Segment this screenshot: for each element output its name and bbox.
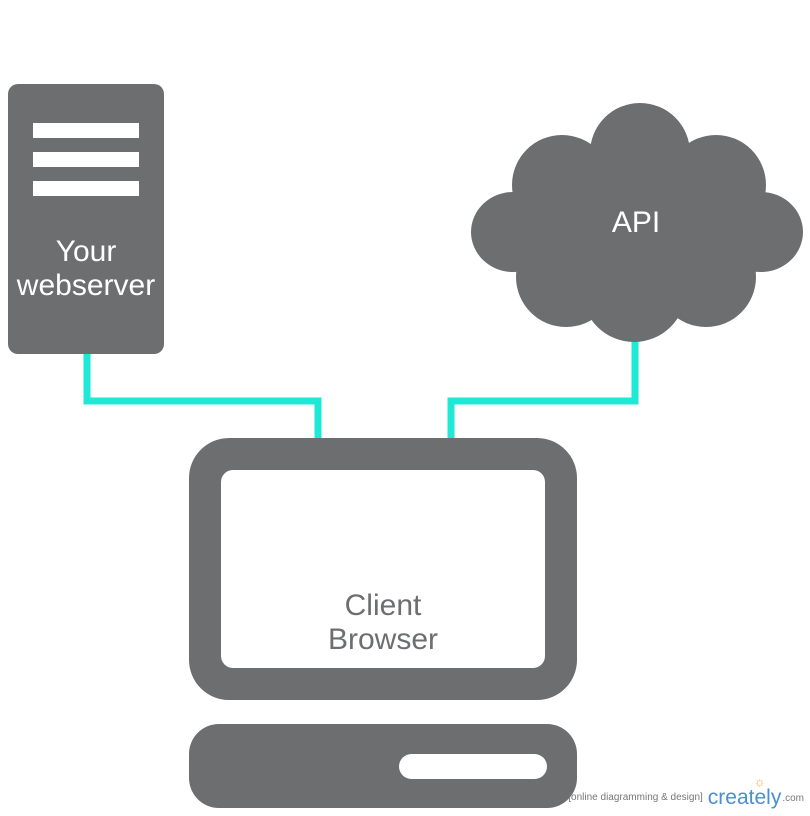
- connector-api-to-client: [447, 338, 639, 441]
- webserver-label-line1: Your: [56, 235, 117, 268]
- connector-webserver-to-client: [83, 350, 322, 438]
- client-browser-node: Client Browser: [189, 438, 577, 808]
- sun-icon: ☼: [753, 774, 766, 789]
- creately-watermark: [online diagramming & design] ☼ creately…: [568, 775, 804, 809]
- watermark-brand: creately: [707, 786, 782, 809]
- api-label: API: [612, 206, 660, 239]
- creately-logo: ☼ creately: [707, 775, 782, 809]
- webserver-node: Your webserver: [8, 84, 164, 354]
- client-label-line2: Browser: [328, 623, 438, 656]
- server-icon: [8, 84, 164, 354]
- watermark-tagline: [online diagramming & design]: [568, 792, 703, 803]
- watermark-domain: .com: [782, 793, 804, 804]
- computer-monitor-icon: [189, 438, 577, 808]
- webserver-label-line2: webserver: [16, 269, 155, 302]
- client-label-line1: Client: [345, 589, 422, 622]
- cloud-icon: [471, 103, 803, 342]
- api-node: API: [471, 103, 803, 342]
